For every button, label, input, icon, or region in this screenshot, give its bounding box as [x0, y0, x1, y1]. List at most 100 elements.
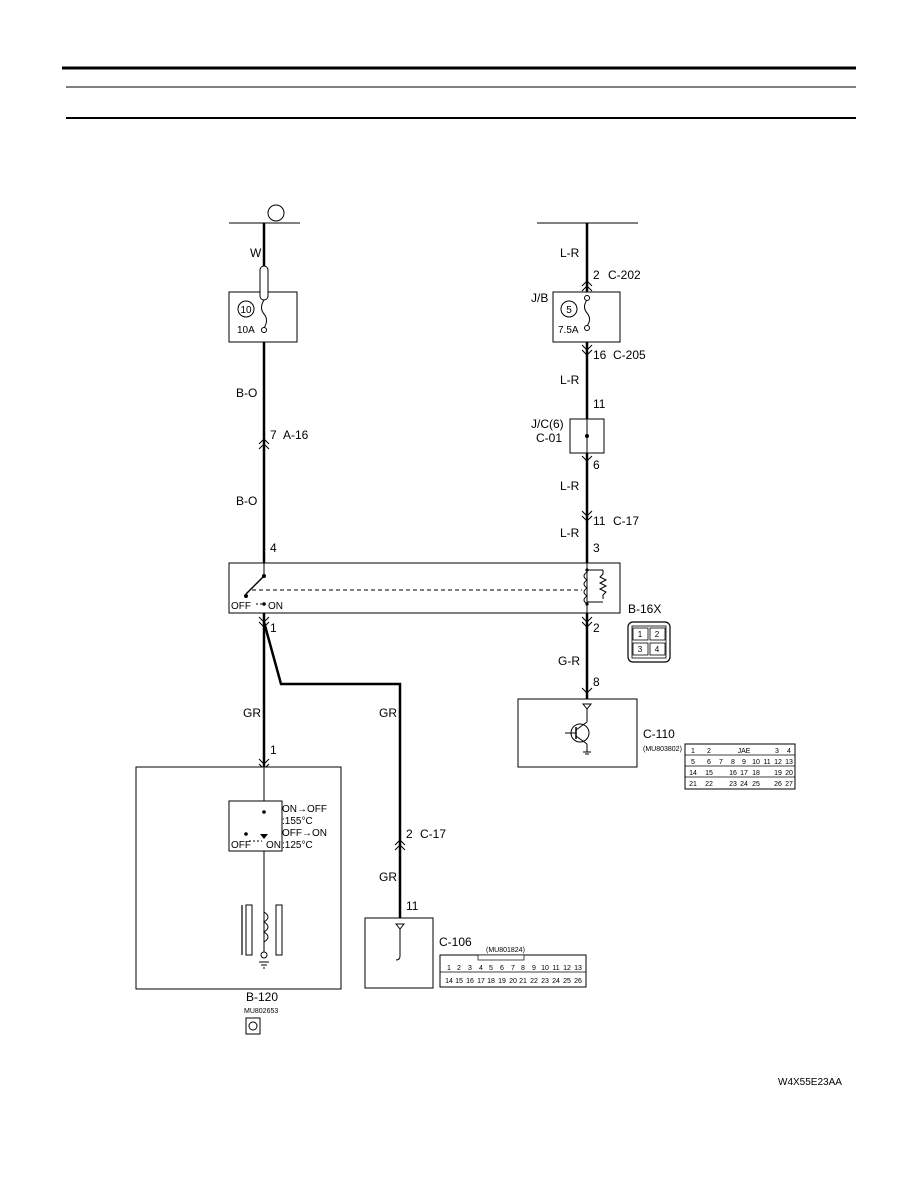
- relay-off-label: OFF: [231, 601, 251, 612]
- c110-face-outline: [684, 743, 796, 790]
- transistor-emitter: [575, 735, 588, 745]
- c106-pin-20: 20: [509, 978, 517, 985]
- c202-pin: 2: [593, 268, 600, 282]
- c110-pin-9: 9: [742, 759, 746, 766]
- joint-connector-dot: [585, 434, 589, 438]
- c110-pin-26: 26: [774, 781, 782, 788]
- b16x-pin-1: 1: [638, 630, 643, 639]
- c110-pin-5: 5: [691, 759, 695, 766]
- c106-pin-24: 24: [552, 978, 560, 985]
- c106-pin-22: 22: [530, 978, 538, 985]
- fuse-5-number-circle: [560, 300, 578, 318]
- c106-pin-4: 4: [479, 965, 483, 972]
- thermo-switch-off-contact: [244, 832, 248, 836]
- c202-connector: C-202: [608, 268, 641, 282]
- c106-pin-12: 12: [563, 965, 571, 972]
- c106-pin-26: 26: [574, 978, 582, 985]
- c110-pin-symbol: [581, 687, 593, 694]
- c110-pin-16: 16: [729, 770, 737, 777]
- relay-connector: B-16X: [628, 602, 661, 616]
- c106-pin-14: 14: [445, 978, 453, 985]
- connector-c17-upper-symbol: [581, 510, 593, 522]
- jc-out-symbol: [581, 455, 593, 462]
- c106-pin-21: 21: [519, 978, 527, 985]
- fuse-5-rating: 7.5A: [558, 325, 579, 336]
- b16x-pin-4-cell: [649, 642, 666, 656]
- c106-pin-15: 15: [455, 978, 463, 985]
- wire-gr-label-1: GR: [243, 706, 261, 720]
- fuse-10-rating: 10A: [237, 325, 255, 336]
- wire-gr-to-c106: [262, 621, 402, 918]
- c106-pin: 11: [406, 899, 419, 913]
- b16x-pin-2-cell: [649, 627, 666, 641]
- transistor-collector: [575, 721, 588, 731]
- c110-pin: 8: [593, 675, 600, 689]
- c110-pin-14: 14: [689, 770, 697, 777]
- wire-gr-label-3: GR: [379, 870, 397, 884]
- c110-pin-6: 6: [707, 759, 711, 766]
- fuse-10-terminal: [261, 327, 267, 333]
- c110-part-number: (MU803802): [643, 746, 682, 753]
- c110-pin-4: 4: [787, 748, 791, 755]
- c106-input-arrow: [394, 923, 406, 930]
- jc-label: J/C(6): [531, 417, 564, 431]
- c110-pin-23: 23: [729, 781, 737, 788]
- c106-pin-11: 11: [552, 965, 559, 972]
- c205-pin: 16: [593, 348, 607, 362]
- c106-pin-3: 3: [468, 965, 472, 972]
- connector-c205-symbol: [581, 344, 593, 356]
- c110-pin-13: 13: [785, 759, 793, 766]
- connector-c17-lower-symbol: [394, 839, 406, 851]
- c205-connector: C-205: [613, 348, 646, 362]
- relay-on-contact: [262, 602, 266, 606]
- fuse-10-number: 10: [240, 305, 252, 316]
- relay-pin-1: 1: [270, 621, 277, 635]
- relay-coil-node-bottom: [585, 602, 589, 606]
- sensor-off-on: OFF→ON: [282, 828, 327, 839]
- c106-pin-19: 19: [498, 978, 506, 985]
- wire-g-r-label: G-R: [558, 654, 580, 668]
- c106-pin-9: 9: [532, 965, 536, 972]
- fuse-5-terminal-bottom: [584, 325, 590, 331]
- c110-pin-12: 12: [774, 759, 782, 766]
- c106-pin-2: 2: [457, 965, 461, 972]
- a16-pin: 7: [270, 428, 277, 442]
- c106-pin-25: 25: [563, 978, 571, 985]
- relay-pin-2: 2: [593, 621, 600, 635]
- b120-part-number: MU802653: [244, 1008, 278, 1015]
- c110-pin-17: 17: [740, 770, 748, 777]
- c110-connector: C-110: [643, 727, 675, 741]
- c110-pin-24: 24: [740, 781, 748, 788]
- relay-coil-node-top: [585, 568, 589, 572]
- relay-switch-blade: [245, 575, 265, 595]
- wire-gr-label-2: GR: [379, 706, 397, 720]
- heater-bracket-right: [275, 904, 283, 956]
- c106-pin-5: 5: [489, 965, 493, 972]
- c106-pin-10: 10: [541, 965, 549, 972]
- jc-in-pin: 11: [593, 397, 606, 411]
- c110-pin-21: 21: [689, 781, 697, 788]
- c106-pin-16: 16: [466, 978, 474, 985]
- connector-a16-symbol: [258, 438, 270, 450]
- fuse-10-element: [261, 299, 267, 329]
- jc-out-pin: 6: [593, 458, 600, 472]
- wire-l-r-2-label: L-R: [560, 373, 580, 387]
- c110-pin-18: 18: [752, 770, 760, 777]
- c110-pin-3: 3: [775, 748, 779, 755]
- c106-connector: C-106: [439, 935, 472, 949]
- c106-pin-1: 1: [447, 965, 451, 972]
- fuse-5-terminal-top: [584, 295, 590, 301]
- c110-input-arrow: [581, 703, 593, 710]
- heater-bracket-left: [245, 904, 253, 956]
- thermo-switch-box: [228, 800, 283, 852]
- c106-pin-6: 6: [500, 965, 504, 972]
- wire-l-r-3-label: L-R: [560, 479, 580, 493]
- sensor-temp-1: :155°C: [282, 816, 313, 827]
- c17-lower-connector: C-17: [420, 827, 446, 841]
- figure-code: W4X55E23AA: [778, 1077, 842, 1088]
- c110-pin-15: 15: [705, 770, 713, 777]
- relay-switch-off-contact: [244, 594, 248, 598]
- wire-l-r-top-label: L-R: [560, 246, 580, 260]
- b16x-pin-3: 3: [638, 645, 643, 654]
